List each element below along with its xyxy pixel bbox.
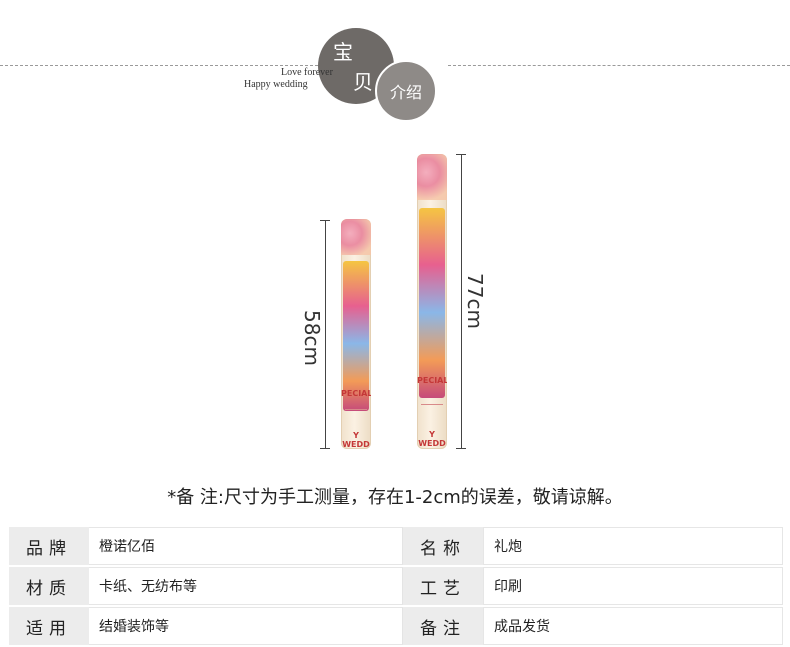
header-badge-top-text: 宝: [333, 40, 353, 64]
spec-key: 适用: [9, 607, 89, 645]
spec-row: 品牌 橙诺亿佰 名称 礼炮: [9, 527, 783, 567]
header-divider-left: [0, 65, 318, 66]
measure-long-label: 77cm: [462, 273, 487, 329]
measurement-note: *备 注:尺寸为手工测量，存在1-2cm的误差，敬请谅解。: [167, 487, 623, 508]
header-divider-right: [448, 65, 790, 66]
spec-value: 结婚装饰等: [89, 607, 403, 645]
spec-value: 卡纸、无纺布等: [89, 567, 403, 605]
measure-short-label: 58cm: [299, 310, 324, 366]
header-tagline-1: Love forever: [281, 67, 333, 78]
popper-long-text-1: PECIAL: [417, 376, 447, 385]
popper-short: PECIAL Y WEDD: [341, 219, 371, 449]
header-badge-bottom-text: 贝: [353, 70, 373, 94]
popper-long-text-2: Y WEDD: [418, 430, 446, 448]
spec-key: 品牌: [9, 527, 89, 565]
popper-long: PECIAL Y WEDD: [417, 154, 447, 449]
spec-value: 印刷: [483, 567, 783, 605]
spec-row: 适用 结婚装饰等 备注 成品发货: [9, 607, 783, 647]
measure-short-line: [325, 220, 326, 448]
spec-key: 备注: [403, 607, 483, 645]
spec-value: 橙诺亿佰: [89, 527, 403, 565]
spec-value: 礼炮: [483, 527, 783, 565]
measure-long-line: [461, 154, 462, 448]
spec-table: 品牌 橙诺亿佰 名称 礼炮 材质 卡纸、无纺布等 工艺 印刷 适用 结婚装饰等 …: [9, 527, 783, 647]
measure-long-tick-bottom: [456, 448, 466, 449]
popper-short-text-2: Y WEDD: [342, 431, 370, 449]
measure-short-tick-bottom: [320, 448, 330, 449]
header-badge-small: 介绍: [375, 60, 437, 122]
spec-row: 材质 卡纸、无纺布等 工艺 印刷: [9, 567, 783, 607]
spec-key: 工艺: [403, 567, 483, 605]
spec-key: 名称: [403, 527, 483, 565]
header-badge-small-text: 介绍: [389, 83, 422, 102]
spec-value: 成品发货: [483, 607, 783, 645]
popper-short-text-1: PECIAL: [341, 389, 371, 398]
header-tagline-2: Happy wedding: [244, 79, 308, 90]
spec-key: 材质: [9, 567, 89, 605]
